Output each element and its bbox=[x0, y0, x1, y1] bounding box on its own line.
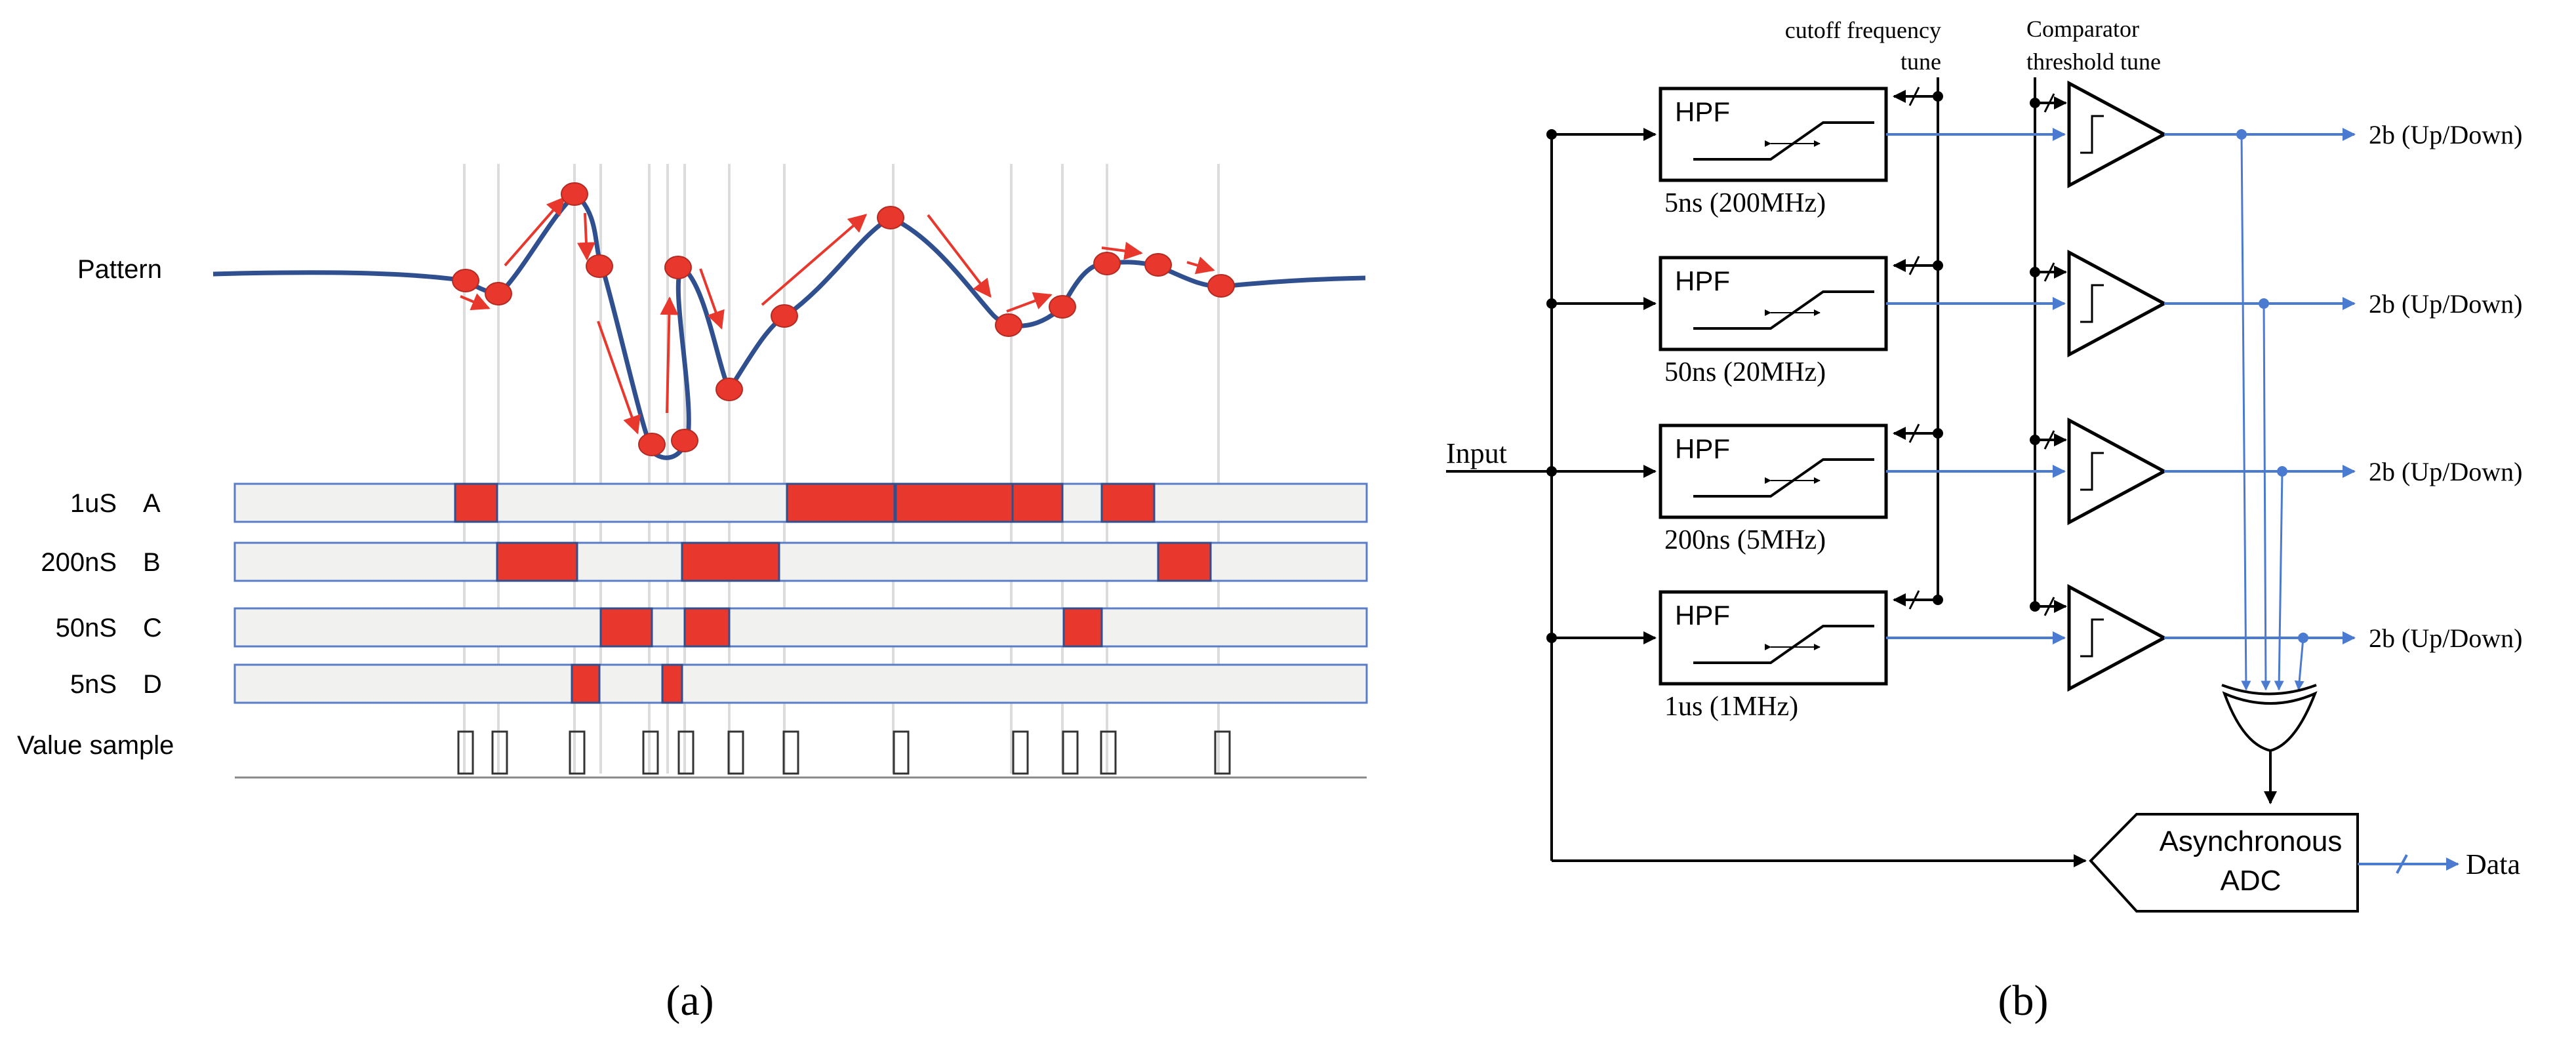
sample-point bbox=[485, 282, 512, 305]
sample-point bbox=[995, 313, 1022, 337]
pulse-block bbox=[496, 541, 578, 582]
pulse-block bbox=[1157, 541, 1212, 582]
row-letter-label: B bbox=[143, 548, 161, 577]
value-sample-ticks bbox=[235, 730, 1367, 779]
caption-b: (b) bbox=[1998, 977, 2049, 1025]
comparator bbox=[2067, 417, 2168, 526]
sample-point bbox=[664, 256, 692, 279]
adc-label-line2: ADC bbox=[2221, 865, 2282, 897]
output-label: 2b (Up/Down) bbox=[2369, 289, 2522, 319]
filter-caption: 1us (1MHz) bbox=[1664, 692, 1798, 722]
sample-points bbox=[452, 182, 1235, 456]
sample-point bbox=[671, 429, 698, 452]
sample-point bbox=[1093, 252, 1121, 275]
threshold-step-icon bbox=[2080, 284, 2104, 323]
hpf-label: HPF bbox=[1675, 96, 1730, 127]
filter-stage: HPF 1us (1MHz) 2b (Up/Down) bbox=[1659, 583, 2522, 722]
row-letter-label: A bbox=[143, 489, 161, 518]
sample-tick bbox=[782, 730, 799, 775]
row-letter-label: D bbox=[143, 670, 162, 699]
sample-tick bbox=[677, 730, 694, 775]
row-period-label: 5nS bbox=[70, 670, 117, 699]
pattern-label: Pattern bbox=[77, 255, 162, 284]
data-output-label: Data bbox=[2466, 848, 2520, 880]
pulse-block bbox=[681, 541, 780, 582]
sample-tick bbox=[1100, 730, 1117, 775]
xor-gate bbox=[2221, 684, 2318, 753]
detection-pulses bbox=[454, 482, 1212, 704]
sample-tick bbox=[893, 730, 910, 775]
filter-caption: 50ns (20MHz) bbox=[1664, 357, 1826, 387]
filter-caption: 200ns (5MHz) bbox=[1664, 525, 1826, 555]
filter-stage: HPF 200ns (5MHz) 2b (Up/Down) bbox=[1659, 417, 2522, 691]
sample-tick bbox=[1214, 730, 1231, 775]
hpf-block bbox=[1659, 423, 1888, 519]
sample-tick bbox=[642, 730, 659, 775]
row-period-label: 1uS bbox=[70, 489, 117, 518]
hpf-label: HPF bbox=[1675, 266, 1730, 296]
sample-tick bbox=[1012, 730, 1029, 775]
pulse-block bbox=[454, 482, 498, 523]
output-label: 2b (Up/Down) bbox=[2369, 120, 2522, 149]
pulse-block bbox=[571, 663, 601, 704]
value-sample-label: Value sample bbox=[17, 731, 174, 760]
sample-point bbox=[452, 269, 479, 292]
pulse-block bbox=[683, 607, 731, 648]
sample-point bbox=[1049, 295, 1076, 319]
pulse-block bbox=[1011, 482, 1064, 523]
output-label: 2b (Up/Down) bbox=[2369, 457, 2522, 486]
threshold-step-icon bbox=[2080, 115, 2104, 154]
sample-point bbox=[561, 182, 588, 206]
row-letter-label: C bbox=[143, 614, 162, 642]
adc-label-line1: Asynchronous bbox=[2160, 825, 2343, 857]
threshold-step-icon bbox=[2080, 452, 2104, 491]
hpf-block bbox=[1659, 590, 1888, 686]
comparator bbox=[2067, 583, 2168, 692]
sample-tick bbox=[491, 730, 508, 775]
hpf-label: HPF bbox=[1675, 600, 1730, 631]
lane-c bbox=[233, 607, 1368, 648]
pulse-block bbox=[895, 482, 1014, 523]
comparator bbox=[2067, 249, 2168, 358]
pulse-block bbox=[661, 663, 683, 704]
cutoff-label-line2: tune bbox=[1901, 49, 1941, 75]
sample-point bbox=[1144, 253, 1172, 277]
sample-point bbox=[715, 378, 743, 401]
row-period-label: 200nS bbox=[41, 548, 117, 577]
sample-tick bbox=[1062, 730, 1079, 775]
threshold-step-icon bbox=[2080, 618, 2104, 658]
sample-tick bbox=[569, 730, 586, 775]
panel-b-block-diagram: Input cutoff frequency tune Comparator t… bbox=[1446, 16, 2522, 1025]
cutoff-label-line1: cutoff frequency bbox=[1785, 17, 1941, 43]
row-period-label: 50nS bbox=[56, 614, 117, 642]
comparator bbox=[2067, 80, 2168, 189]
sample-tick bbox=[727, 730, 744, 775]
lane-d bbox=[233, 663, 1368, 704]
pulse-block bbox=[786, 482, 896, 523]
pulse-block bbox=[1100, 482, 1156, 523]
hpf-block bbox=[1659, 87, 1888, 182]
caption-a: (a) bbox=[666, 977, 714, 1025]
sample-point bbox=[877, 206, 904, 229]
filter-stage: HPF 50ns (20MHz) 2b (Up/Down) bbox=[1659, 249, 2522, 691]
comparator-label-line2: threshold tune bbox=[2026, 49, 2161, 75]
hpf-label: HPF bbox=[1675, 433, 1730, 464]
filter-caption: 5ns (200MHz) bbox=[1664, 188, 1826, 218]
pulse-block bbox=[599, 607, 653, 648]
filter-stage: HPF 5ns (200MHz) 2b (Up/Down) bbox=[1659, 80, 2522, 691]
output-label: 2b (Up/Down) bbox=[2369, 623, 2522, 653]
sample-tick bbox=[457, 730, 474, 775]
comparator-label-line1: Comparator bbox=[2026, 16, 2139, 42]
trend-arrows bbox=[460, 196, 1215, 435]
sample-point bbox=[1207, 274, 1235, 298]
sample-point bbox=[771, 304, 798, 328]
period-lanes bbox=[233, 482, 1368, 704]
sample-point bbox=[586, 254, 613, 278]
pulse-block bbox=[1062, 607, 1103, 648]
sample-point bbox=[638, 433, 666, 456]
input-label: Input bbox=[1446, 437, 1507, 469]
panel-a-timing-diagram: Pattern 1uS A 200nS B 50nS C 5nS D Value sample… bbox=[17, 164, 1368, 1025]
